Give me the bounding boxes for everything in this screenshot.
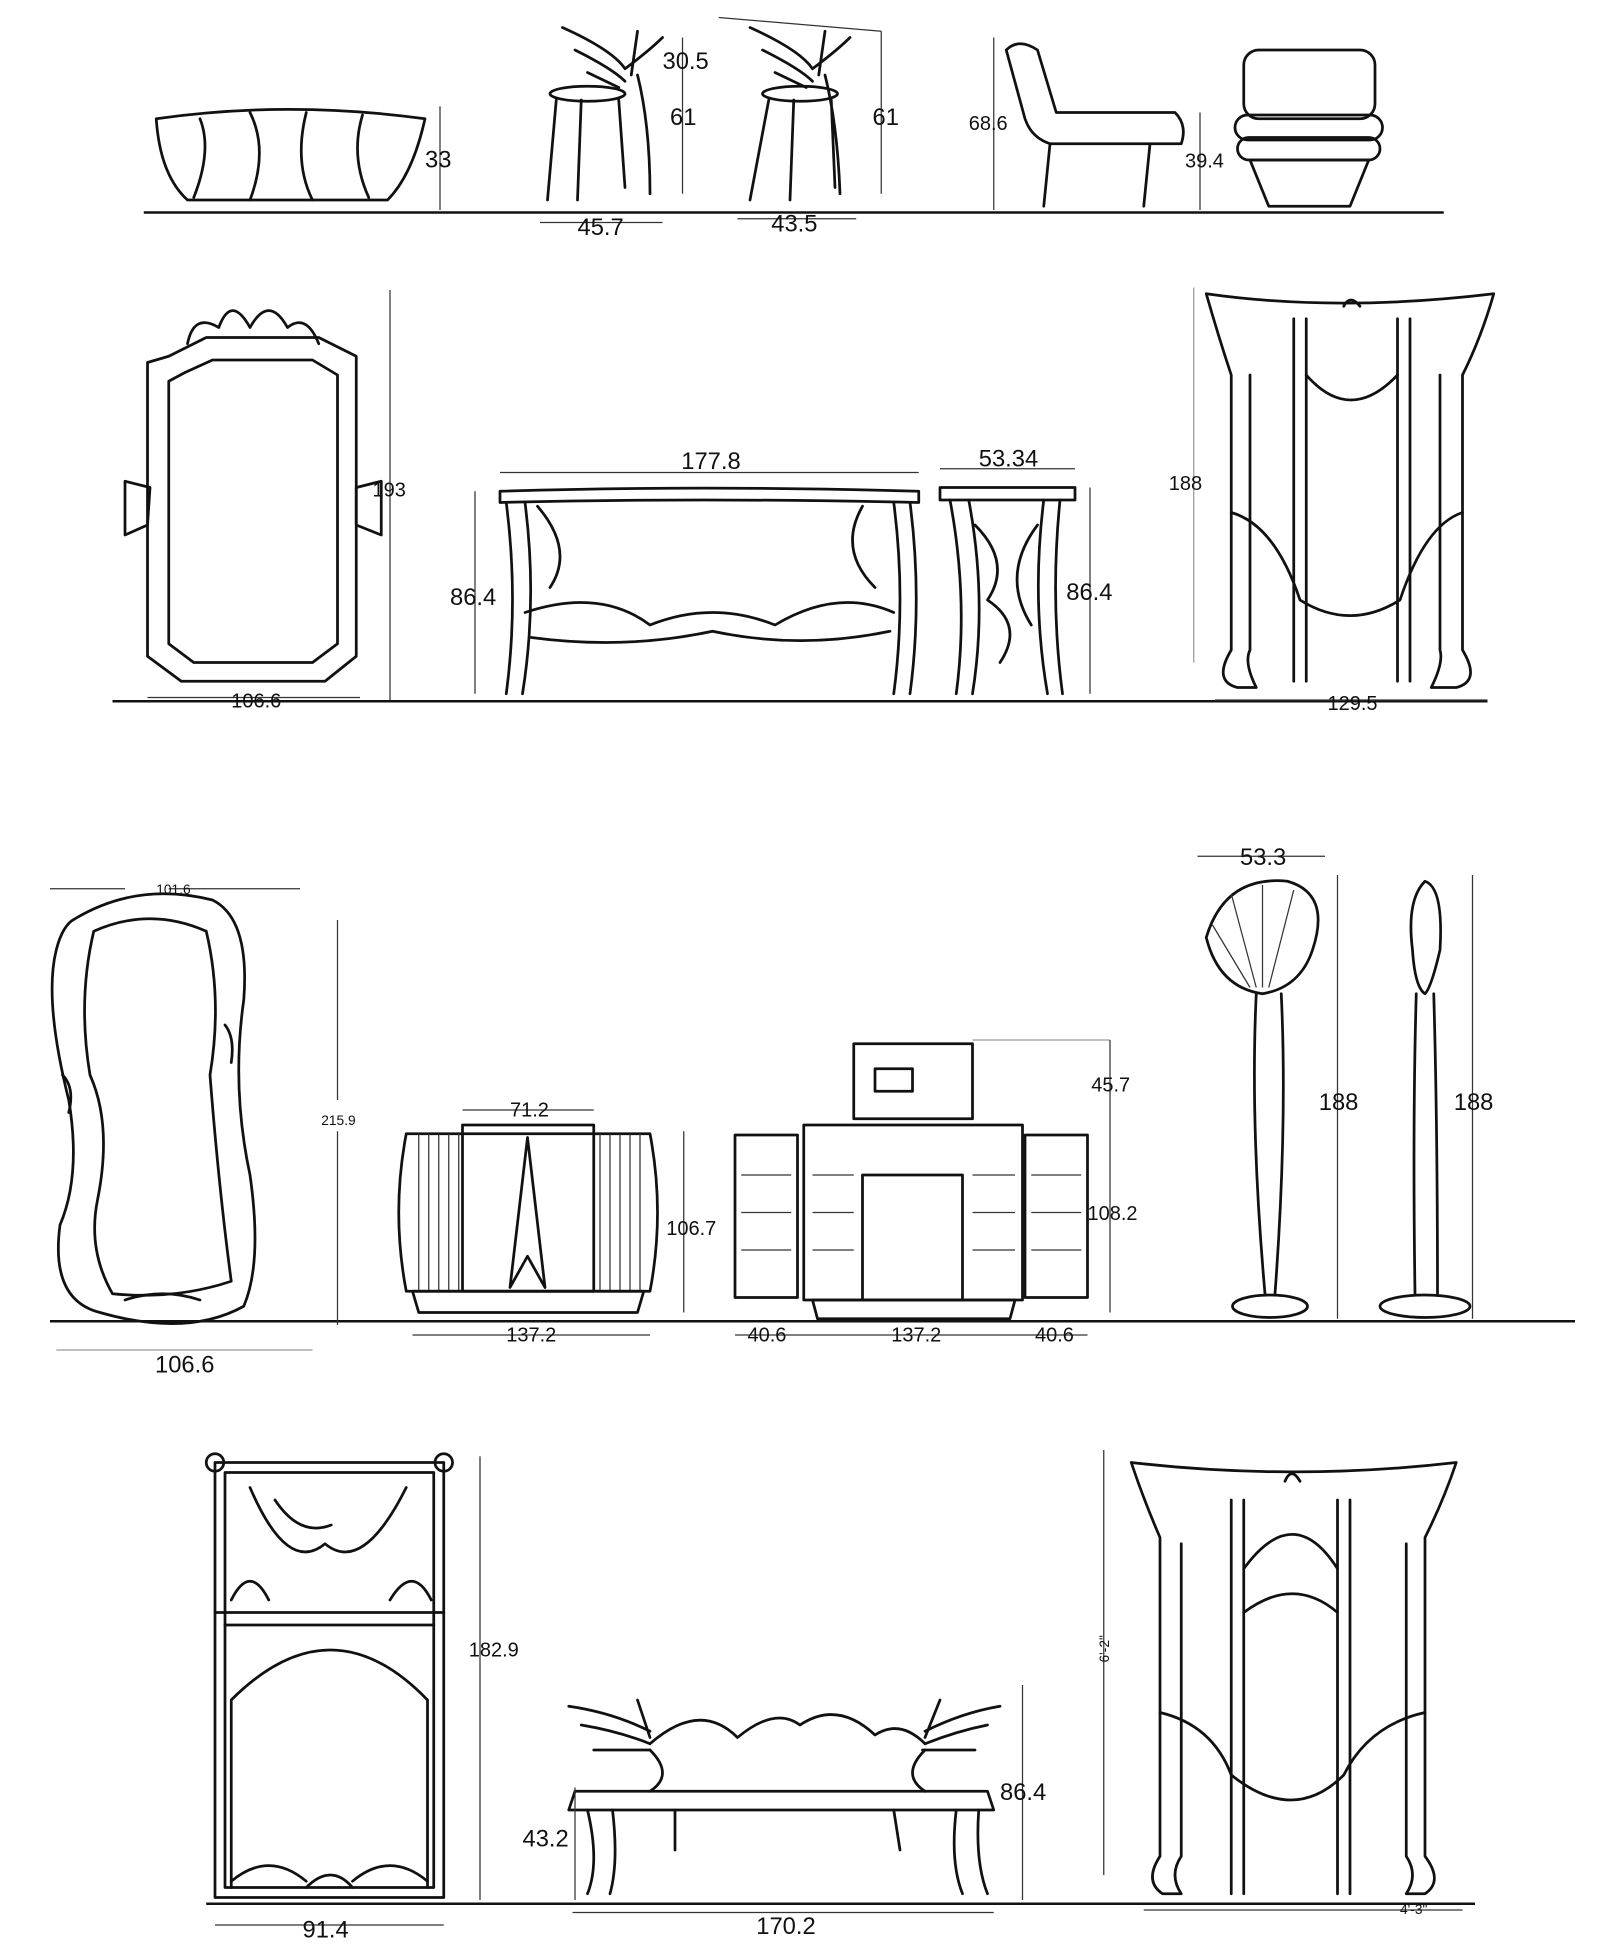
lamp-width-label: 53.3	[1240, 844, 1286, 871]
lounge-chair-dims	[993, 37, 1201, 210]
chair1-drawing	[546, 26, 664, 202]
bench-height-label: 86.4	[1000, 1779, 1046, 1806]
side-table-drawing	[938, 486, 1077, 696]
bench-seat-height-label: 43.2	[523, 1825, 569, 1852]
organic-mirror-height-label: 215.9	[321, 1113, 355, 1128]
chair2-dims	[718, 16, 882, 220]
screen-row2-dims	[1193, 287, 1488, 701]
console-width-label: 177.8	[681, 448, 740, 475]
mirror-width-label: 106.6	[231, 691, 281, 713]
cabinet-top-width-label: 71.2	[510, 1099, 549, 1121]
bar-width-label: 137.2	[891, 1324, 941, 1346]
ornate-mirror-dims	[147, 290, 391, 700]
organic-mirror-dims	[50, 888, 339, 1351]
side-table-height-label: 86.4	[1066, 579, 1112, 606]
lounge-chair-side-drawing	[1004, 42, 1185, 208]
bench-width-label: 170.2	[756, 1913, 815, 1940]
bar-left-door-label: 40.6	[748, 1324, 787, 1346]
art-nouveau-screen-drawing	[1204, 292, 1496, 689]
wardrobe-dims	[215, 1456, 481, 1926]
fluted-cabinet-drawing	[397, 1123, 659, 1314]
lounge-chair-front-drawing	[1233, 48, 1384, 208]
bar-right-door-label: 40.6	[1035, 1324, 1074, 1346]
lamp-side-height-label: 188	[1454, 1089, 1494, 1116]
screen-large-height-label: 6'-2"	[1097, 1635, 1112, 1662]
organic-mirror-width-label: 106.6	[155, 1352, 214, 1379]
organic-mirror-top-width-label: 101.6	[156, 882, 191, 897]
cabinet-width-label: 137.2	[506, 1324, 556, 1346]
wardrobe-drawing	[204, 1452, 454, 1899]
cabinet-height-label: 106.7	[666, 1218, 716, 1240]
wardrobe-width-label: 91.4	[303, 1917, 349, 1944]
shell-floor-lamp-side-drawing	[1378, 879, 1472, 1319]
lamp-front-height-label: 188	[1319, 1089, 1359, 1116]
chair2-height-label: 61	[873, 104, 899, 131]
mirror-height-label: 193	[373, 479, 406, 501]
bar-cabinet-dims	[735, 1039, 1111, 1336]
chair-back-height-label: 30.5	[663, 48, 709, 75]
organic-mirror-drawing	[50, 892, 257, 1325]
side-table-dims	[940, 468, 1091, 694]
ottoman-drawing	[154, 108, 427, 202]
art-nouveau-screen-large-drawing	[1129, 1461, 1458, 1896]
chair2-width-label: 43.5	[771, 210, 817, 237]
screen-width-label: 129.5	[1328, 693, 1378, 715]
shell-floor-lamp-front-drawing	[1204, 879, 1320, 1319]
lounge-seat-height-label: 39.4	[1185, 151, 1224, 173]
bar-top-height-label: 45.7	[1091, 1074, 1130, 1096]
console-height-label: 86.4	[450, 584, 496, 611]
fluted-cabinet-dims	[412, 1109, 685, 1336]
lamp-dims	[1197, 855, 1339, 1319]
chair1-height-label: 61	[670, 104, 696, 131]
wardrobe-height-label: 182.9	[469, 1639, 519, 1661]
screen-height-label: 188	[1169, 473, 1202, 495]
bar-height-label: 108.2	[1088, 1203, 1138, 1225]
chair2-drawing	[748, 26, 852, 202]
screen-large-width-label: 4'-3"	[1400, 1902, 1427, 1917]
ottoman-height-label: 33	[425, 147, 451, 174]
console-table-dims	[474, 471, 919, 694]
chair1-width-label: 45.7	[578, 214, 624, 241]
side-table-width-label: 53.34	[979, 445, 1038, 472]
bar-cabinet-drawing	[733, 1042, 1089, 1321]
chair1-dims	[540, 37, 684, 224]
screen-row4-dims	[1103, 1450, 1463, 1911]
lounge-height-label: 68.6	[969, 113, 1008, 135]
ornate-mirror-drawing	[123, 309, 383, 683]
bench-drawing	[567, 1698, 1002, 1896]
bench-dims	[572, 1685, 1024, 1914]
console-table-drawing	[498, 486, 921, 696]
